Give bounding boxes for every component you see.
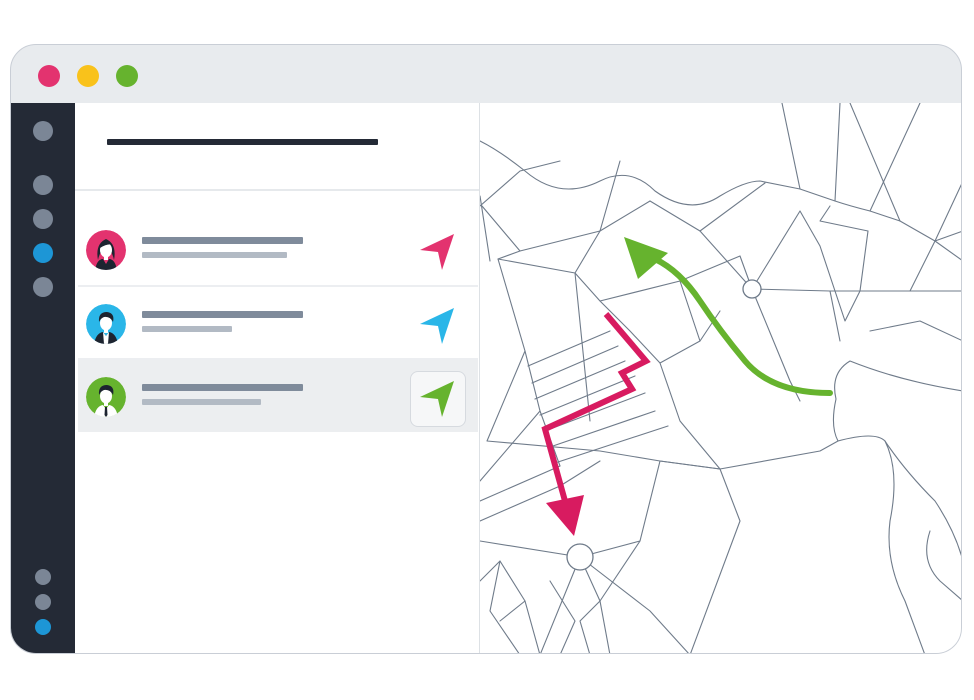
woman-avatar — [86, 230, 126, 270]
sidebar-nav-item-1[interactable] — [33, 121, 53, 141]
route-magenta-arrow — [546, 495, 584, 536]
street-map[interactable] — [479, 102, 962, 654]
user-name-placeholder — [142, 237, 303, 244]
user-name-placeholder — [142, 384, 303, 391]
locate-user-button[interactable] — [410, 224, 466, 280]
locate-user-button-active[interactable] — [410, 371, 466, 427]
panel-title-placeholder — [107, 139, 378, 145]
user-name-placeholder — [142, 311, 303, 318]
route-green-arrow — [624, 237, 668, 279]
sidebar-nav-item-2[interactable] — [33, 175, 53, 195]
user-row-3-selected[interactable] — [78, 360, 478, 432]
navigation-arrow-icon — [420, 381, 454, 417]
map-junction-marker[interactable] — [566, 543, 594, 571]
locate-user-button[interactable] — [410, 298, 466, 354]
user-row-1[interactable] — [78, 213, 478, 287]
maximize-window-button[interactable] — [116, 65, 138, 87]
sidebar — [11, 103, 75, 653]
sidebar-bottom-item-3-active[interactable] — [35, 619, 51, 635]
header-divider — [75, 189, 479, 191]
route-green[interactable] — [652, 256, 833, 396]
sidebar-nav-item-4-active[interactable] — [33, 243, 53, 263]
man-avatar — [86, 304, 126, 344]
title-bar — [11, 45, 961, 103]
user-detail-placeholder — [142, 326, 232, 332]
map-view[interactable] — [479, 102, 962, 654]
user-detail-placeholder — [142, 252, 287, 258]
user-detail-placeholder — [142, 399, 261, 405]
navigation-arrow-icon — [420, 308, 454, 344]
user-row-2[interactable] — [78, 287, 478, 360]
minimize-window-button[interactable] — [77, 65, 99, 87]
route-magenta[interactable] — [541, 312, 651, 502]
sidebar-nav-item-3[interactable] — [33, 209, 53, 229]
sidebar-bottom-item-2[interactable] — [35, 594, 51, 610]
user-list-panel — [75, 103, 480, 653]
close-window-button[interactable] — [38, 65, 60, 87]
navigation-arrow-icon — [420, 234, 454, 270]
sidebar-nav-item-5[interactable] — [33, 277, 53, 297]
map-junction-marker[interactable] — [742, 279, 762, 299]
app-window — [10, 44, 962, 654]
man-avatar — [86, 377, 126, 417]
sidebar-bottom-item-1[interactable] — [35, 569, 51, 585]
